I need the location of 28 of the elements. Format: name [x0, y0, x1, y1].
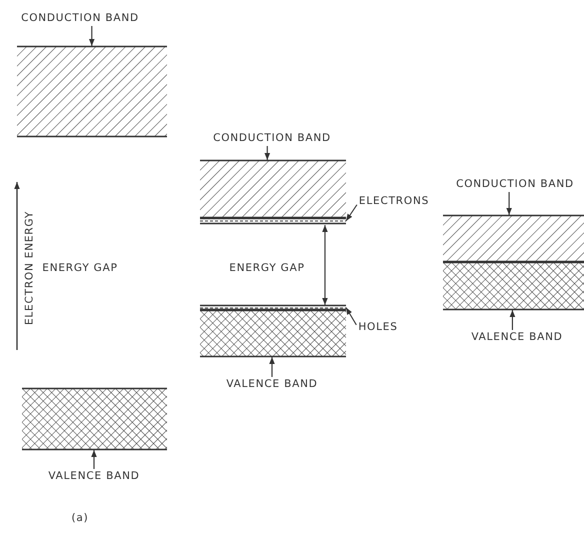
panel-label: (a) — [71, 512, 89, 525]
hatched-band — [200, 160, 346, 218]
arrow — [269, 357, 275, 377]
crosshatched-band — [443, 262, 584, 310]
arrow — [346, 204, 358, 222]
arrow — [322, 225, 328, 305]
arrow — [346, 307, 357, 326]
band-label: CONDUCTION BAND — [456, 178, 574, 191]
arrow — [91, 450, 97, 469]
crosshatched-band — [200, 310, 346, 357]
arrow — [506, 192, 512, 215]
band-label: HOLES — [358, 321, 398, 334]
crosshatched-band — [22, 388, 167, 450]
band-label: VALENCE BAND — [48, 470, 140, 483]
axis-label: ELECTRON ENERGY — [24, 210, 36, 326]
thin-band — [200, 218, 346, 224]
arrow — [88, 26, 95, 46]
band-label: CONDUCTION BAND — [21, 12, 139, 25]
band-label: CONDUCTION BAND — [213, 132, 331, 145]
arrow — [510, 310, 516, 330]
hatched-band — [443, 215, 584, 262]
band-label: VALENCE BAND — [471, 331, 563, 344]
band-label: ELECTRONS — [358, 195, 430, 208]
arrow — [264, 146, 270, 160]
band-label: VALENCE BAND — [226, 378, 318, 391]
thin-band — [200, 305, 346, 310]
gap-label: ENERGY GAP — [229, 262, 305, 275]
gap-label: ENERGY GAP — [42, 262, 118, 275]
